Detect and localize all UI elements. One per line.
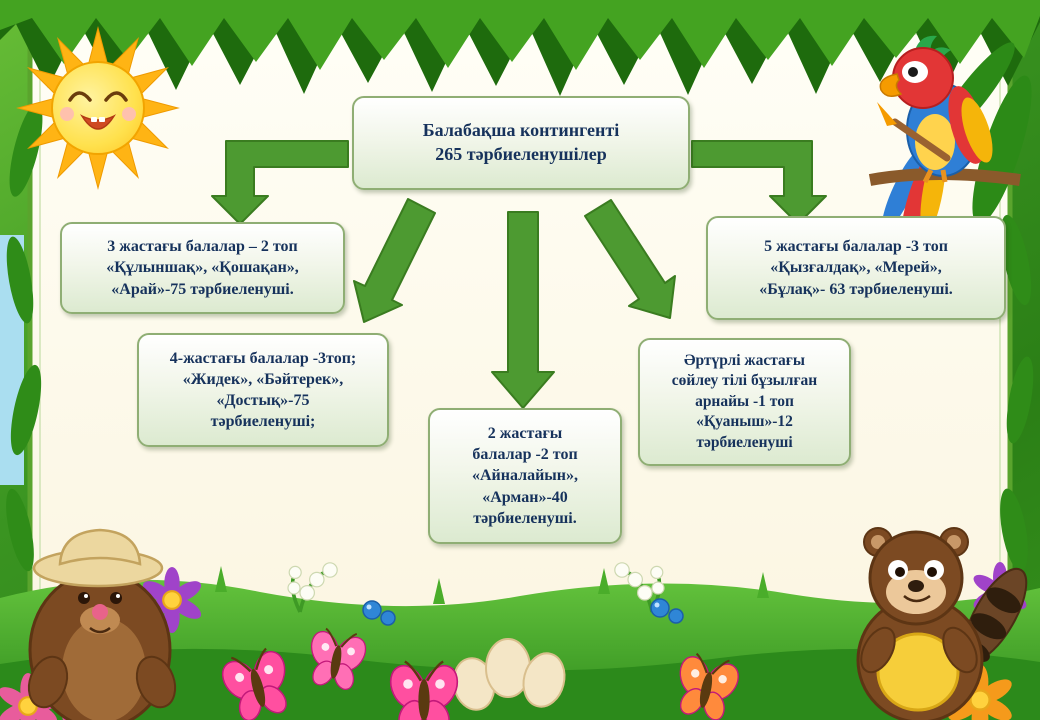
diagram-node-age3-group: 3 жастағы балалар – 2 топ «Құлыншақ», «Қ… bbox=[60, 222, 345, 314]
raccoon-illustration bbox=[856, 527, 1028, 720]
eggs bbox=[452, 638, 566, 711]
mole-illustration bbox=[27, 528, 177, 720]
arrow-to-age2 bbox=[491, 211, 555, 409]
side-leaves-right bbox=[1000, 214, 1034, 572]
special-node-text: Әртүрлі жастағы сөйлеу тілі бұзылған арн… bbox=[671, 351, 818, 451]
arrow-to-special bbox=[584, 199, 676, 319]
age5-node-text: 5 жастағы балалар -3 топ «Қызғалдақ», «М… bbox=[759, 238, 953, 298]
diagram-node-age4-group: 4-жастағы балалар -3топ; «Жидек», «Бәйте… bbox=[137, 333, 389, 447]
sun-illustration bbox=[16, 26, 180, 190]
palm-leaves-front bbox=[0, 0, 1040, 70]
diagram-root-node: Балабақша контингенті 265 тәрбиеленушіле… bbox=[352, 96, 690, 190]
arrow-to-age4 bbox=[353, 198, 436, 323]
arrow-to-age5 bbox=[691, 140, 827, 225]
age2-node-text: 2 жастағы балалар -2 топ «Айналайын», «А… bbox=[471, 425, 579, 527]
diagram-node-age5-group: 5 жастағы балалар -3 топ «Қызғалдақ», «М… bbox=[706, 216, 1006, 320]
diagram-node-special-group: Әртүрлі жастағы сөйлеу тілі бұзылған арн… bbox=[638, 338, 851, 466]
side-leaves-left bbox=[6, 103, 43, 572]
age4-node-text: 4-жастағы балалар -3топ; «Жидек», «Бәйте… bbox=[169, 349, 357, 431]
parrot-illustration bbox=[868, 35, 1021, 241]
root-node-text: Балабақша контингенті 265 тәрбиеленушіле… bbox=[422, 120, 620, 164]
arrow-to-age3 bbox=[211, 140, 349, 225]
diagram-node-age2-group: 2 жастағы балалар -2 топ «Айналайын», «А… bbox=[428, 408, 622, 544]
age3-node-text: 3 жастағы балалар – 2 топ «Құлыншақ», «Қ… bbox=[106, 238, 299, 298]
